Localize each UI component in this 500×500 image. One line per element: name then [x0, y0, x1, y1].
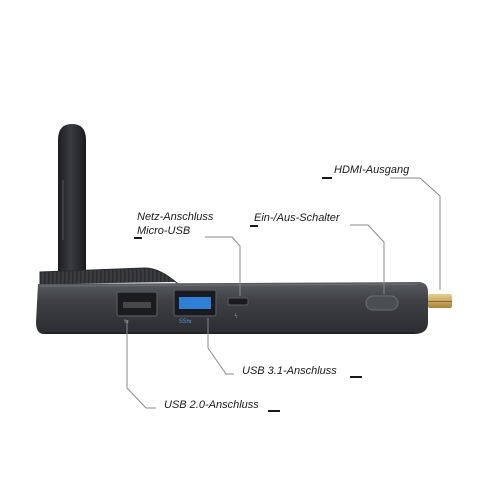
label-usb20-port: USB 2.0-Anschluss [164, 399, 259, 411]
usb31-port: SS⇆ [173, 289, 217, 325]
label-power-connector: Netz-Anschluss [137, 211, 214, 223]
label-hdmi-output: HDMI-Ausgang [334, 164, 410, 176]
hdmi-connector [428, 294, 452, 308]
svg-text:SS⇆: SS⇆ [179, 318, 192, 325]
label-micro-usb: Micro-USB [137, 225, 191, 237]
label-markers [134, 177, 362, 412]
power-switch [365, 295, 399, 311]
leader-lines [126, 177, 441, 409]
svg-text:ϟ: ϟ [234, 313, 238, 320]
label-power-switch: Ein-/Aus-Schalter [254, 212, 340, 224]
label-usb31-port: USB 3.1-Anschluss [242, 365, 337, 377]
antenna [58, 124, 86, 272]
micro-usb-port: ϟ [227, 297, 249, 320]
